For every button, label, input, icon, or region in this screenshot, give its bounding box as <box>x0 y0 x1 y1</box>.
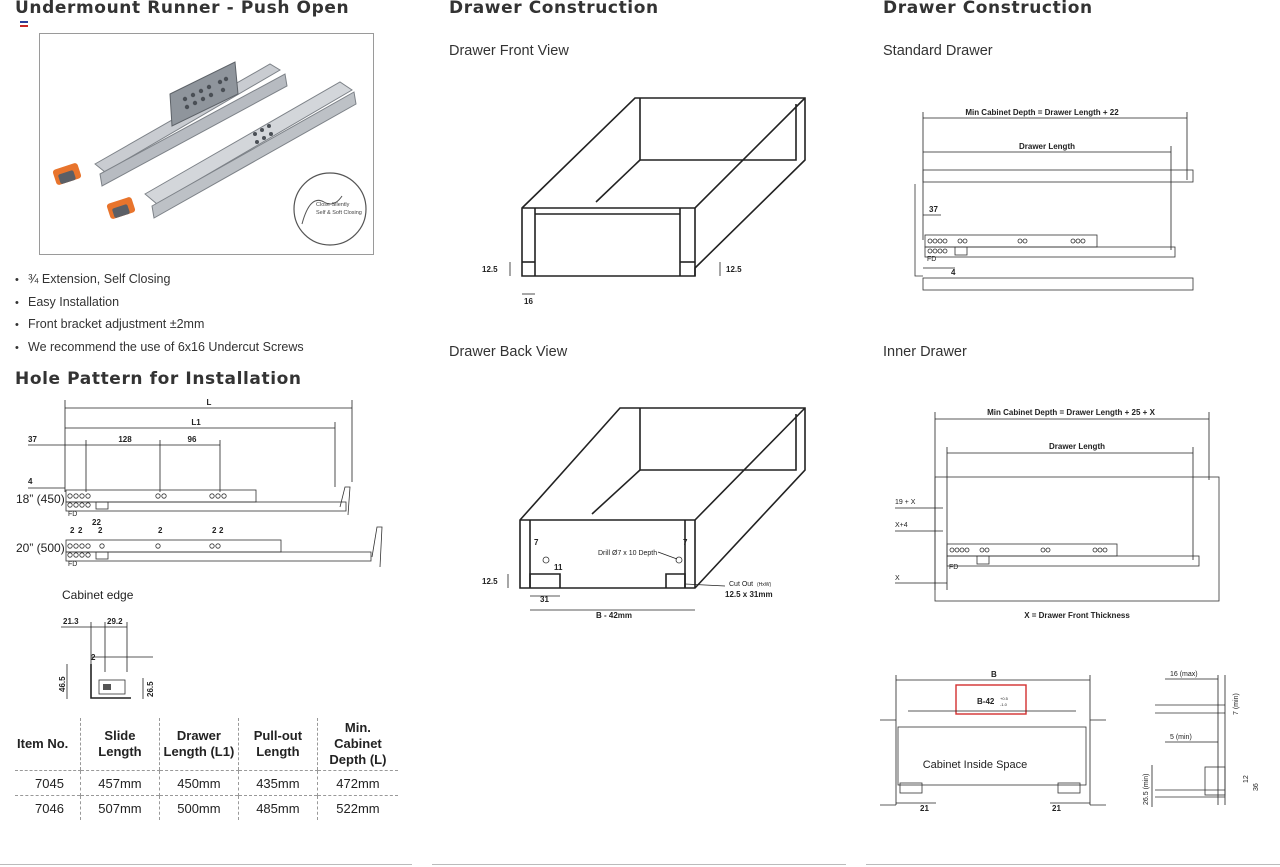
svg-text:37: 37 <box>929 205 938 214</box>
svg-text:26.5: 26.5 <box>146 681 155 697</box>
svg-text:X: X <box>895 575 900 582</box>
table-header: Drawer Length (L1) <box>158 718 239 771</box>
svg-text:11: 11 <box>554 563 563 572</box>
svg-text:B: B <box>991 670 997 679</box>
standard-drawer-label: Standard Drawer <box>883 43 993 59</box>
spec-table: Item No. Slide Length Drawer Length (L1)… <box>15 718 398 820</box>
svg-text:2: 2 <box>158 526 163 535</box>
svg-text:Self & Soft Closing: Self & Soft Closing <box>316 210 362 216</box>
front-view-label: Drawer Front View <box>449 43 569 59</box>
svg-text:FD: FD <box>68 511 77 518</box>
svg-text:Min Cabinet Depth = Drawer Len: Min Cabinet Depth = Drawer Length + 22 <box>965 108 1119 117</box>
feature-item: Easy Installation <box>15 294 304 317</box>
cabinet-edge-diagram: 21.3 29.2 2 46.5 26.5 <box>58 617 155 699</box>
svg-text:16: 16 <box>524 297 533 306</box>
svg-text:Min Cabinet Depth = Drawer Len: Min Cabinet Depth = Drawer Length + 25 +… <box>987 408 1155 417</box>
highlight-box <box>955 684 1027 715</box>
middle-title: Drawer Construction <box>449 0 659 18</box>
svg-text:21: 21 <box>1052 804 1061 813</box>
svg-text:Drawer Length: Drawer Length <box>1049 442 1105 451</box>
svg-text:Cut Out: Cut Out <box>729 581 753 588</box>
feature-item: We recommend the use of 6x16 Undercut Sc… <box>15 339 304 362</box>
svg-text:B-42: B-42 <box>977 697 995 706</box>
svg-text:2: 2 <box>78 526 83 535</box>
svg-text:FD: FD <box>927 256 936 263</box>
photo-badge-text: Close Silently <box>316 202 350 208</box>
svg-text:+0.5: +0.5 <box>1000 696 1009 701</box>
svg-text:2: 2 <box>70 526 75 535</box>
drill-label: Drill Ø7 x 10 Depth <box>598 550 657 557</box>
svg-text:-1.0: -1.0 <box>1000 702 1008 707</box>
svg-text:46.5: 46.5 <box>58 676 67 692</box>
hole-pattern-title: Hole Pattern for Installation <box>15 369 302 389</box>
svg-text:12.5: 12.5 <box>482 265 498 274</box>
thickness-note: X = Drawer Front Thickness <box>1024 611 1130 620</box>
svg-text:2: 2 <box>212 526 217 535</box>
svg-text:B - 42mm: B - 42mm <box>596 611 632 620</box>
svg-text:21: 21 <box>920 804 929 813</box>
feature-item: ¾ Extension, Self Closing <box>15 271 304 294</box>
footer-rule <box>432 864 846 865</box>
row-label-500: 20” (500) <box>16 541 65 555</box>
svg-text:L1: L1 <box>191 418 201 427</box>
standard-drawer-diagram: Min Cabinet Depth = Drawer Length + 22 D… <box>914 108 1194 291</box>
svg-text:2: 2 <box>219 526 224 535</box>
svg-text:4: 4 <box>28 477 33 486</box>
footer-rule <box>0 864 412 865</box>
svg-text:FD: FD <box>68 561 77 568</box>
svg-text:22: 22 <box>92 518 101 527</box>
table-header: Item No. <box>15 718 81 771</box>
svg-text:12.5: 12.5 <box>726 265 742 274</box>
table-header: Min. Cabinet Depth (L) <box>316 718 398 771</box>
row-label-450: 18” (450) <box>16 492 65 506</box>
svg-text:(HxW): (HxW) <box>757 582 771 588</box>
svg-text:29.2: 29.2 <box>107 617 123 626</box>
svg-text:16 (max): 16 (max) <box>1170 671 1198 678</box>
drawer-front-diagram: 12.5 12.5 16 <box>482 97 806 306</box>
svg-text:128: 128 <box>118 435 132 444</box>
hole-pattern-diagram: L L1 37 128 96 4 FD 22 2 2 2 2 2 2 FD <box>28 398 383 568</box>
svg-text:5 (min): 5 (min) <box>1170 734 1192 741</box>
cabinet-space-diagram: B B-42 +0.5 -1.0 Cabinet Inside Space 21… <box>880 670 1260 813</box>
drawer-back-diagram: Drill Ø7 x 10 Depth 7 7 11 12.5 31 B - 4… <box>482 407 806 620</box>
feature-list: ¾ Extension, Self Closing Easy Installat… <box>15 271 304 361</box>
table-header: Slide Length <box>79 718 160 771</box>
front-bracket-icon <box>52 163 136 219</box>
back-view-label: Drawer Back View <box>449 344 568 360</box>
feature-item: Front bracket adjustment ±2mm <box>15 316 304 339</box>
svg-text:2: 2 <box>91 653 96 662</box>
svg-text:36: 36 <box>1253 783 1260 791</box>
svg-text:19 + X: 19 + X <box>895 499 916 506</box>
runner-title: Undermount Runner - Push Open <box>15 0 350 18</box>
svg-text:12.5 x 31mm: 12.5 x 31mm <box>725 590 773 599</box>
svg-text:12: 12 <box>1243 775 1250 783</box>
svg-text:Drawer Length: Drawer Length <box>1019 142 1075 151</box>
flag-icon <box>20 21 28 27</box>
cabinet-edge-label: Cabinet edge <box>62 588 134 602</box>
svg-text:FD: FD <box>949 564 958 571</box>
svg-text:96: 96 <box>188 435 197 444</box>
svg-text:X+4: X+4 <box>895 522 908 529</box>
footer-rule <box>866 864 1280 865</box>
svg-text:2: 2 <box>98 526 103 535</box>
svg-text:7: 7 <box>683 538 688 547</box>
product-photo: Close Silently Self & Soft Closing <box>39 33 374 255</box>
svg-text:21.3: 21.3 <box>63 617 79 626</box>
svg-text:12.5: 12.5 <box>482 577 498 586</box>
svg-text:L: L <box>207 398 212 407</box>
right-title: Drawer Construction <box>883 0 1093 18</box>
svg-text:4: 4 <box>951 268 956 277</box>
svg-text:7 (min): 7 (min) <box>1233 693 1240 715</box>
svg-text:37: 37 <box>28 435 37 444</box>
inner-drawer-diagram: Min Cabinet Depth = Drawer Length + 25 +… <box>895 408 1220 620</box>
svg-text:26.5 (min): 26.5 (min) <box>1143 773 1150 805</box>
inner-drawer-label: Inner Drawer <box>883 344 967 360</box>
table-header: Pull-out Length <box>237 718 318 771</box>
svg-text:7: 7 <box>534 538 539 547</box>
cabinet-space-label: Cabinet Inside Space <box>923 759 1028 771</box>
svg-text:31: 31 <box>540 595 549 604</box>
